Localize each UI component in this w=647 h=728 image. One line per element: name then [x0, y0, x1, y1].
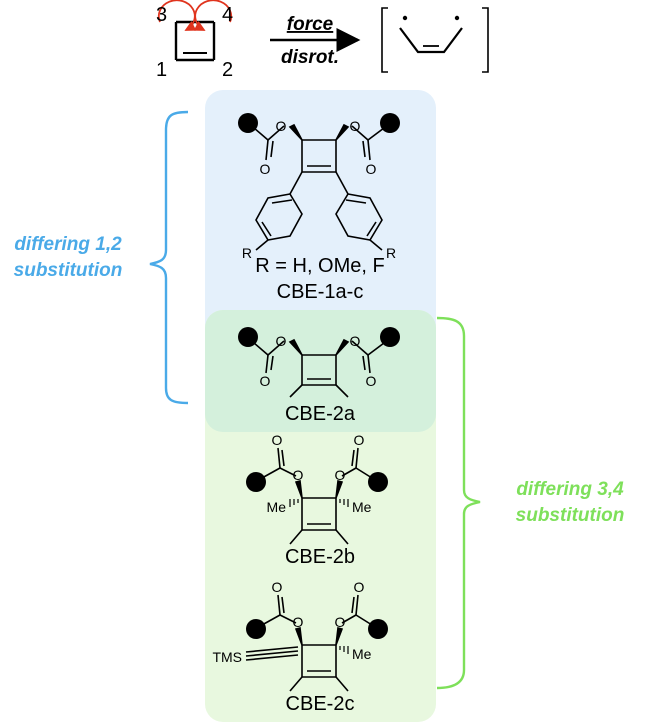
- polymer-bead-icon: [368, 472, 388, 492]
- atom-o: O: [260, 161, 271, 177]
- right-bracket: [436, 316, 481, 690]
- arrow-label-force: force: [287, 14, 334, 35]
- atom-o: O: [272, 432, 283, 448]
- diradical-product: [381, 7, 489, 73]
- left-note-line2: substitution: [14, 260, 123, 281]
- methyl-right: Me: [352, 499, 372, 515]
- atom-o: O: [366, 373, 377, 389]
- polymer-bead-icon: [238, 113, 258, 133]
- cbe2c-structure: [245, 594, 373, 692]
- cbe1-substituents: R = H, OMe, F: [255, 255, 384, 277]
- polymer-bead-icon: [368, 619, 388, 639]
- atom-o: O: [293, 614, 304, 630]
- polymer-bead-icon: [380, 327, 400, 347]
- tms-group: TMS: [212, 649, 242, 665]
- polymer-bead-icon: [246, 619, 266, 639]
- polymer-bead-icon: [238, 327, 258, 347]
- atom-o: O: [293, 467, 304, 483]
- left-bracket: [149, 110, 189, 405]
- reaction-arrow: force disrot.: [270, 14, 361, 68]
- cbe2b-name: CBE-2b: [285, 546, 355, 568]
- cbe2c-name: CBE-2c: [286, 693, 355, 715]
- cbe2b-structure: [261, 447, 373, 545]
- overlap-panel: [205, 310, 436, 432]
- locant-4: 4: [222, 4, 233, 26]
- arrow-label-disrot: disrot.: [281, 47, 339, 68]
- atom-o: O: [272, 579, 283, 595]
- polymer-bead-icon: [246, 472, 266, 492]
- locant-1: 1: [156, 59, 167, 81]
- atom-o: O: [335, 467, 346, 483]
- locant-3: 3: [156, 4, 167, 26]
- methyl-left: Me: [267, 499, 287, 515]
- rotation-arrow-left: [157, 0, 197, 31]
- polymer-bead-icon: [380, 113, 400, 133]
- atom-o: O: [350, 333, 361, 349]
- r-group-left: R: [242, 245, 252, 261]
- atom-o: O: [366, 161, 377, 177]
- atom-o: O: [335, 614, 346, 630]
- cbe1-name: CBE-1a-c: [277, 281, 364, 303]
- cbe1-structure: [253, 123, 385, 251]
- atom-o: O: [260, 373, 271, 389]
- atom-o: O: [354, 432, 365, 448]
- atom-o: O: [276, 118, 287, 134]
- cbe2a-name: CBE-2a: [285, 403, 356, 425]
- atom-o: O: [350, 118, 361, 134]
- cbe2a-structure: [253, 338, 385, 398]
- atom-o: O: [276, 333, 287, 349]
- atom-o: O: [354, 579, 365, 595]
- methyl-right: Me: [352, 646, 372, 662]
- blue-panel: [205, 90, 436, 370]
- cyclobutene-scheme: 3 4 1 2: [156, 0, 233, 81]
- r-group-right: R: [386, 245, 396, 261]
- right-note-line1: differing 3,4: [516, 479, 624, 500]
- rotation-arrow-right: [193, 0, 233, 31]
- right-note-line2: substitution: [516, 505, 625, 526]
- left-note-line1: differing 1,2: [14, 234, 122, 255]
- locant-2: 2: [222, 59, 233, 81]
